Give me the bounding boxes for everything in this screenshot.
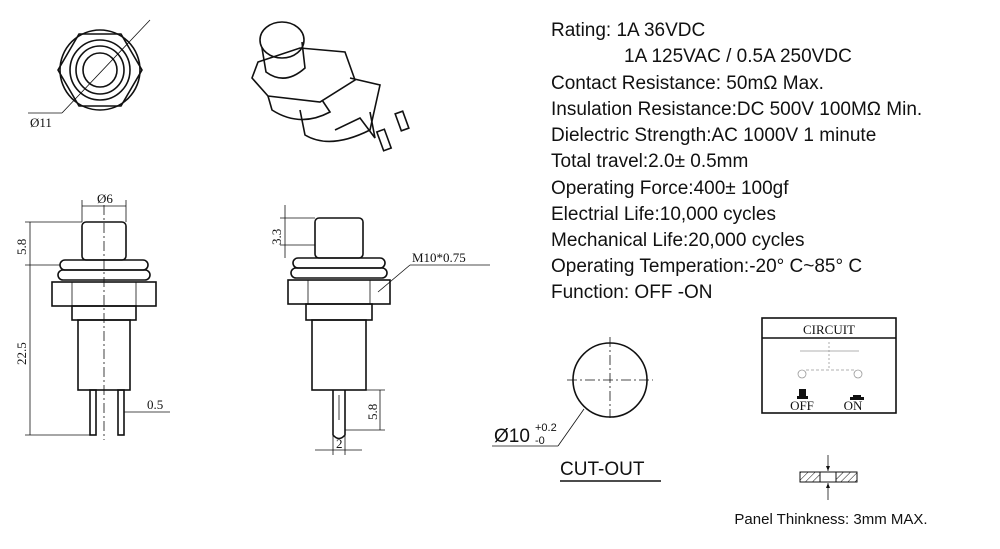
pin-thickness-label: 0.5 — [147, 397, 163, 412]
button-height-label: 5.8 — [14, 239, 29, 255]
front-diameter-label: Ø11 — [30, 115, 52, 130]
panel-thickness-label: Panel Thinkness: 3mm MAX. — [734, 511, 927, 528]
spec-total-travel: Total travel:2.0± 0.5mm — [551, 151, 748, 172]
side-view-right: 3.3 M10*0.75 5.8 2 — [269, 205, 490, 455]
circuit-diagram: CIRCUIT OFF ON — [761, 317, 897, 414]
spec-mechanical-life: Mechanical Life:20,000 cycles — [551, 230, 804, 251]
cutout-drawing: Ø10 +0.2 -0 CUT-OUT — [492, 337, 661, 482]
front-view: Ø11 — [28, 19, 151, 130]
spec-rating-ac: 1A 125VAC / 0.5A 250VDC — [624, 46, 852, 67]
button-travel-label: 3.3 — [269, 229, 284, 245]
thread-label: M10*0.75 — [412, 250, 466, 265]
spec-electrical-life: Electrial Life:10,000 cycles — [551, 204, 776, 225]
circuit-title: CIRCUIT — [803, 322, 855, 337]
pin-length-label: 5.8 — [365, 404, 380, 420]
isometric-view — [251, 21, 410, 152]
spec-contact-resistance: Contact Resistance: 50mΩ Max. — [551, 73, 824, 94]
total-height-label: 22.5 — [14, 342, 29, 365]
spec-operating-temperature: Operating Temperation:-20° C~85° C — [551, 256, 862, 277]
specifications: Rating: 1A 36VDC 1A 125VAC / 0.5A 250VDC… — [551, 20, 922, 303]
spec-rating: Rating: 1A 36VDC — [551, 20, 705, 41]
spec-operating-force: Operating Force:400± 100gf — [551, 178, 789, 199]
button-diameter-label: Ø6 — [97, 191, 113, 206]
pin-width-label: 2 — [336, 436, 343, 451]
panel-thickness-drawing: Panel Thinkness: 3mm MAX. — [734, 455, 928, 528]
side-view-left: Ø6 5.8 22.5 0.5 — [14, 191, 170, 440]
cutout-tolerance-plus: +0.2 — [535, 422, 557, 434]
cutout-diameter: Ø10 — [494, 426, 530, 447]
circuit-on-label: ON — [844, 398, 863, 413]
spec-function: Function: OFF -ON — [551, 282, 713, 303]
cutout-tolerance-minus: -0 — [535, 435, 545, 447]
cutout-label: CUT-OUT — [560, 459, 645, 480]
spec-insulation-resistance: Insulation Resistance:DC 500V 100MΩ Min. — [551, 99, 922, 120]
spec-dielectric-strength: Dielectric Strength:AC 1000V 1 minute — [551, 125, 876, 146]
circuit-off-label: OFF — [790, 398, 814, 413]
